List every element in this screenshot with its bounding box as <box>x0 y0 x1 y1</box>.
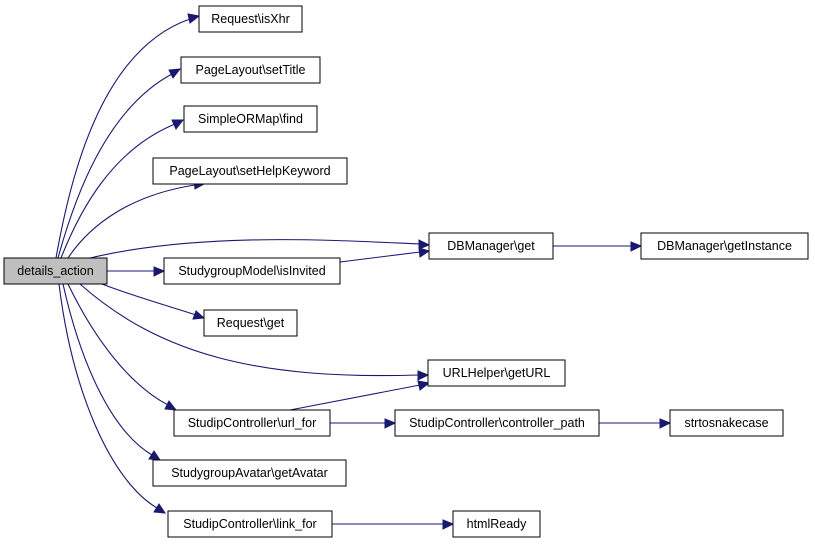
node-label: SimpleORMap\find <box>198 112 303 126</box>
arrowhead <box>187 13 201 24</box>
arrowhead <box>384 418 397 429</box>
arrowhead <box>171 119 185 130</box>
node-studipcontroller-link-for[interactable]: StudipController\link_for <box>167 510 333 538</box>
node-label: URLHelper\getURL <box>443 366 551 380</box>
node-label: StudygroupModel\isInvited <box>178 264 325 278</box>
node-label: DBManager\getInstance <box>657 239 792 253</box>
node-label: PageLayout\setHelpKeyword <box>169 164 330 178</box>
arrowhead <box>153 503 166 514</box>
node-label: Request\isXhr <box>211 12 290 26</box>
edge-details-action-to-dbmanager-get <box>89 239 421 259</box>
node-label: PageLayout\setTitle <box>195 63 305 77</box>
arrowhead <box>442 519 455 530</box>
node-label: StudipController\controller_path <box>409 416 585 430</box>
nodes-layer: details_action Request\isXhr PageLayout\… <box>3 5 809 538</box>
arrowhead <box>168 68 182 79</box>
node-label: StudipController\url_for <box>188 416 317 430</box>
arrowhead <box>418 247 431 258</box>
node-label: details_action <box>17 264 93 278</box>
node-label: DBManager\get <box>447 239 535 253</box>
node-request-isxhr[interactable]: Request\isXhr <box>198 5 303 33</box>
edge-details-action-to-find <box>60 123 176 259</box>
edge-url-for-to-geturl <box>289 384 421 411</box>
arrowhead <box>153 266 166 277</box>
arrowhead <box>164 400 178 411</box>
edge-details-action-to-link-for <box>58 283 158 509</box>
node-studipcontroller-controller-path[interactable]: StudipController\controller_path <box>394 409 600 437</box>
edges-layer <box>55 13 672 530</box>
node-pagelayout-settitle[interactable]: PageLayout\setTitle <box>180 56 321 84</box>
node-dbmanager-getinstance[interactable]: DBManager\getInstance <box>640 232 809 260</box>
arrowhead <box>659 418 672 429</box>
arrowhead <box>417 380 431 391</box>
node-strtosnakecase[interactable]: strtosnakecase <box>669 409 784 437</box>
arrowhead <box>192 310 206 320</box>
arrowhead <box>418 239 431 250</box>
edge-isinvited-to-dbmanager-get <box>339 251 421 263</box>
node-label: strtosnakecase <box>684 416 768 430</box>
edge-details-action-to-url-for <box>67 283 169 406</box>
edge-details-action-to-settitle <box>57 73 173 259</box>
edge-details-action-to-request-get <box>101 283 197 316</box>
node-label: StudipController\link_for <box>183 517 316 531</box>
arrowhead <box>148 450 161 461</box>
node-studygroupmodel-isinvited[interactable]: StudygroupModel\isInvited <box>163 257 341 285</box>
node-urlhelper-geturl[interactable]: URLHelper\getURL <box>427 359 566 387</box>
node-details-action[interactable]: details_action <box>3 257 108 285</box>
node-htmlready[interactable]: htmlReady <box>452 510 541 538</box>
arrowhead <box>630 241 643 252</box>
node-simpleormap-find[interactable]: SimpleORMap\find <box>183 105 318 133</box>
node-dbmanager-get[interactable]: DBManager\get <box>428 232 554 260</box>
node-request-get[interactable]: Request\get <box>203 309 298 337</box>
node-label: StudygroupAvatar\getAvatar <box>171 466 328 480</box>
edge-details-action-to-geturl <box>79 283 419 377</box>
node-studygroupavatar-getavatar[interactable]: StudygroupAvatar\getAvatar <box>152 459 347 487</box>
edge-details-action-to-isxhr <box>55 18 191 259</box>
edge-details-action-to-getavatar <box>62 283 153 456</box>
node-pagelayout-sethelpkeyword[interactable]: PageLayout\setHelpKeyword <box>152 157 348 185</box>
arrowhead <box>417 370 430 381</box>
node-label: Request\get <box>217 316 285 330</box>
node-studipcontroller-url-for[interactable]: StudipController\url_for <box>173 409 331 437</box>
edge-details-action-to-sethelpkeyword <box>67 184 196 259</box>
node-label: htmlReady <box>467 517 527 531</box>
